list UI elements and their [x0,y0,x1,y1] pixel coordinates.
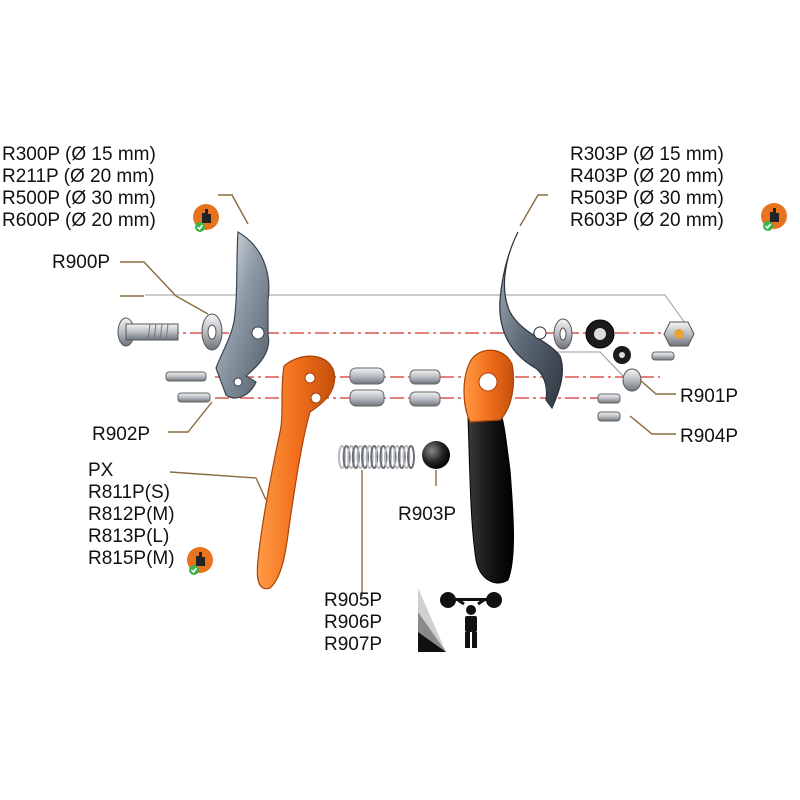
svg-text:R211P (Ø 20 mm): R211P (Ø 20 mm) [2,166,154,187]
spring-coil [365,445,374,469]
right-blade-part [499,231,564,410]
hand-check-badge-icon [193,204,219,232]
svg-text:R906P: R906P [324,612,382,633]
spring-coil [356,445,365,469]
orange-handle-part [256,355,336,590]
svg-text:R403P (Ø 20 mm): R403P (Ø 20 mm) [570,166,724,187]
svg-text:R300P (Ø 15 mm): R300P (Ø 15 mm) [2,144,156,165]
leader-lines [120,194,676,596]
spring-coil [338,445,346,469]
spring-coil [393,445,402,469]
buffer-ball-part [422,441,450,469]
bolt-washer-part [201,313,223,351]
left-blade-label: R300P (Ø 15 mm) R211P (Ø 20 mm) R500P (Ø… [2,144,156,231]
spring-label: R905P R906P R907P [324,590,382,655]
spring-coil [361,445,369,469]
svg-text:R303P (Ø 15 mm): R303P (Ø 15 mm) [570,144,724,165]
svg-text:R500P (Ø 30 mm): R500P (Ø 30 mm) [2,188,156,209]
spring-coil [379,445,388,469]
nut-label: R901P [680,386,738,407]
spring-coil [402,445,411,469]
weightlifter-icon [440,592,502,648]
spring-coil [407,445,415,469]
spring-coil [397,445,406,469]
bolt-label: R900P [52,252,110,273]
svg-text:R812P(M): R812P(M) [88,504,175,525]
handle-label: PX R811P(S) R812P(M) R813P(L) R815P(M) [88,460,175,569]
svg-text:R813P(L): R813P(L) [88,526,169,547]
right-blade-label: R303P (Ø 15 mm) R403P (Ø 20 mm) R503P (Ø… [570,144,724,231]
screws-label: R902P [92,424,150,445]
black-handle-part [463,349,515,584]
buffer-label: R903P [398,504,456,525]
small-screws-part [165,367,621,422]
central-bolt-part [117,317,179,347]
spring-coil [342,445,351,469]
nut-and-washers-part [553,318,695,392]
spring-part [338,445,415,469]
svg-text:R907P: R907P [324,634,382,655]
spring-strength-icon [418,588,446,652]
hand-check-badge-icon [761,203,787,231]
spring-coil [347,445,356,469]
spring-coil [351,445,360,469]
svg-text:R815P(M): R815P(M) [88,548,175,569]
spring-coil [374,445,383,469]
spring-coil [388,445,397,469]
left-blade-part [215,230,270,399]
svg-text:R811P(S): R811P(S) [88,482,170,503]
hand-check-badge-icon [187,547,213,575]
spring-coil [370,445,379,469]
svg-text:R600P (Ø 20 mm): R600P (Ø 20 mm) [2,210,156,231]
spring-coil [384,445,392,469]
svg-text:R503P (Ø 30 mm): R503P (Ø 30 mm) [570,188,724,209]
svg-text:R603P (Ø 20 mm): R603P (Ø 20 mm) [570,210,724,231]
washer-set-label: R904P [680,426,738,447]
svg-text:R905P: R905P [324,590,382,611]
svg-text:PX: PX [88,460,114,481]
